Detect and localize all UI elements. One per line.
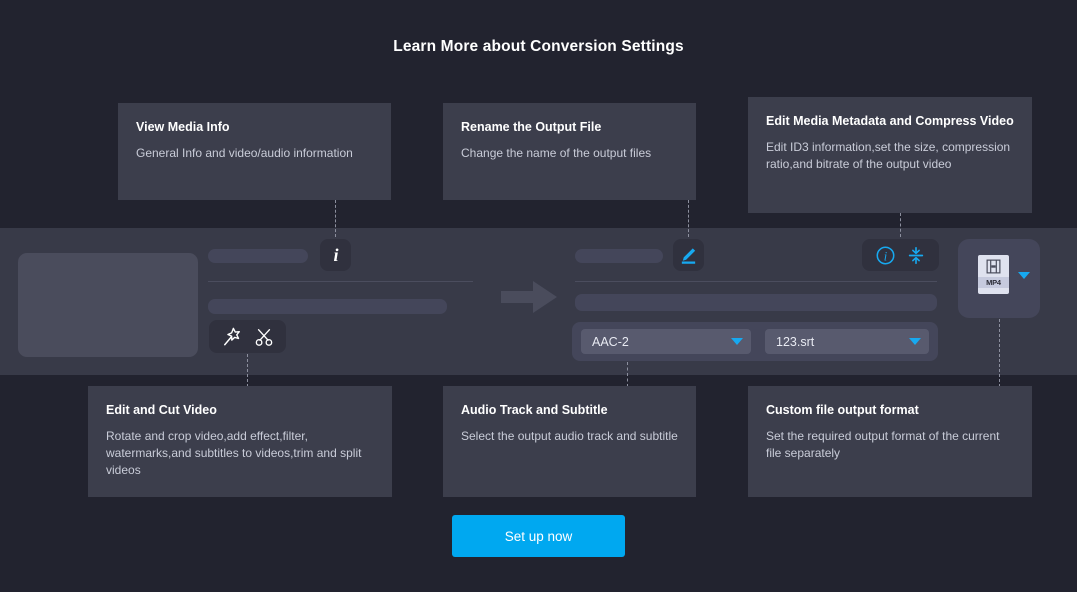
callout-custom-output-format: Custom file output format Set the requir… [748,386,1032,497]
chevron-down-icon [909,338,921,345]
connector-edit-cut [247,354,248,387]
source-divider-line [208,281,473,282]
callout-desc: Edit ID3 information,set the size, compr… [766,140,1011,171]
callout-title: Edit and Cut Video [106,403,217,417]
callout-title: View Media Info [136,120,230,134]
output-path-placeholder-bar [575,294,937,311]
format-card: MP4 [978,255,1009,294]
subtitle-value: 123.srt [776,334,815,349]
scissors-icon [255,328,272,346]
edit-and-cut-toolbar[interactable] [209,320,286,353]
callout-view-media-info: View Media Info General Info and video/a… [118,103,391,200]
callout-title: Edit Media Metadata and Compress Video [766,114,1014,128]
rename-output-file-button[interactable] [673,239,704,271]
convert-arrow-icon [501,281,557,313]
callout-desc: Rotate and crop video,add effect,filter,… [106,429,362,477]
pencil-edit-icon [681,247,696,264]
audio-track-value: AAC-2 [592,334,629,349]
callout-edit-metadata-compress: Edit Media Metadata and Compress Video E… [748,97,1032,213]
output-title-placeholder-bar [575,249,663,263]
connector-audio [627,362,628,387]
chevron-down-icon [731,338,743,345]
video-thumbnail [18,253,198,357]
info-i-icon: i [333,245,338,265]
source-title-placeholder-bar [208,249,308,263]
film-strip-icon [986,259,1001,274]
format-label: MP4 [978,277,1009,288]
callout-title: Audio Track and Subtitle [461,403,608,417]
chevron-down-icon[interactable] [1018,272,1030,279]
connector-metadata [900,213,901,237]
callout-desc: Set the required output format of the cu… [766,429,1000,460]
view-media-info-button[interactable]: i [320,239,351,271]
output-divider-line [575,281,937,282]
callout-desc: General Info and video/audio information [136,146,353,160]
callout-rename-output-file: Rename the Output File Change the name o… [443,103,696,200]
svg-text:i: i [884,249,888,263]
metadata-and-compress-toolbar[interactable]: i [862,239,939,271]
connector-media-info [335,200,336,237]
callout-title: Custom file output format [766,403,919,417]
audio-track-select[interactable]: AAC-2 [581,329,751,354]
source-subtitle-placeholder-bar [208,299,447,314]
magic-wand-icon [223,327,240,345]
connector-output-format [999,319,1000,387]
info-circle-icon: i [876,246,895,264]
audio-subtitle-strip: AAC-2 123.srt [572,322,938,361]
subtitle-select[interactable]: 123.srt [765,329,929,354]
callout-edit-and-cut-video: Edit and Cut Video Rotate and crop video… [88,386,392,497]
output-format-button[interactable]: MP4 [958,239,1040,318]
compress-icon [908,246,924,264]
callout-title: Rename the Output File [461,120,602,134]
set-up-now-button[interactable]: Set up now [452,515,625,557]
svg-text:i: i [333,245,338,265]
callout-audio-track-subtitle: Audio Track and Subtitle Select the outp… [443,386,696,497]
connector-rename [688,200,689,237]
callout-desc: Change the name of the output files [461,146,652,160]
callout-desc: Select the output audio track and subtit… [461,429,678,443]
page-title: Learn More about Conversion Settings [393,38,684,55]
